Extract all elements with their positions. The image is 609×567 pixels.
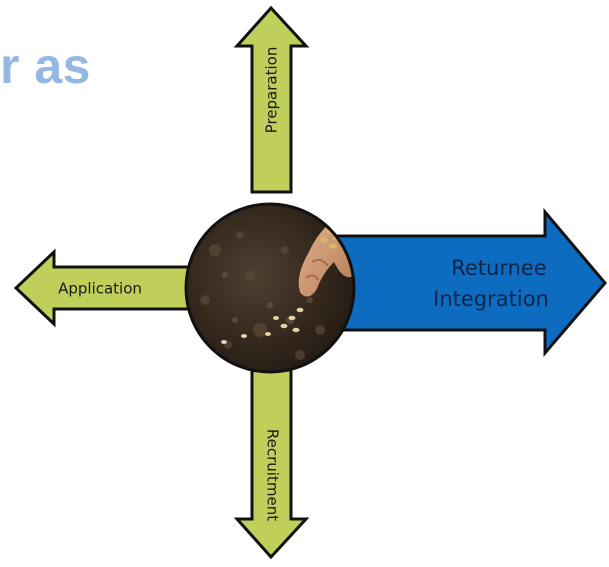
returnee-integration-arrow-shape <box>333 207 607 358</box>
preparation-arrow: Preparation <box>233 5 310 194</box>
returnee-integration-label-line1: Returnee <box>451 256 547 280</box>
application-arrow-shape <box>13 248 202 328</box>
returnee-integration-arrow: Returnee Integration <box>333 207 607 358</box>
slide-title-fragment: r as <box>0 38 91 94</box>
recruitment-arrow-shape <box>233 368 310 560</box>
returnee-integration-label-line2: Integration <box>433 287 549 311</box>
soil-with-seeds-image <box>184 202 356 374</box>
recruitment-label: Recruitment <box>264 429 282 521</box>
recruitment-arrow: Recruitment <box>233 368 310 560</box>
application-arrow: Application <box>13 248 202 328</box>
preparation-label: Preparation <box>263 47 281 134</box>
preparation-arrow-shape <box>233 5 310 194</box>
application-label: Application <box>58 280 142 298</box>
center-circle-outline <box>184 202 356 374</box>
